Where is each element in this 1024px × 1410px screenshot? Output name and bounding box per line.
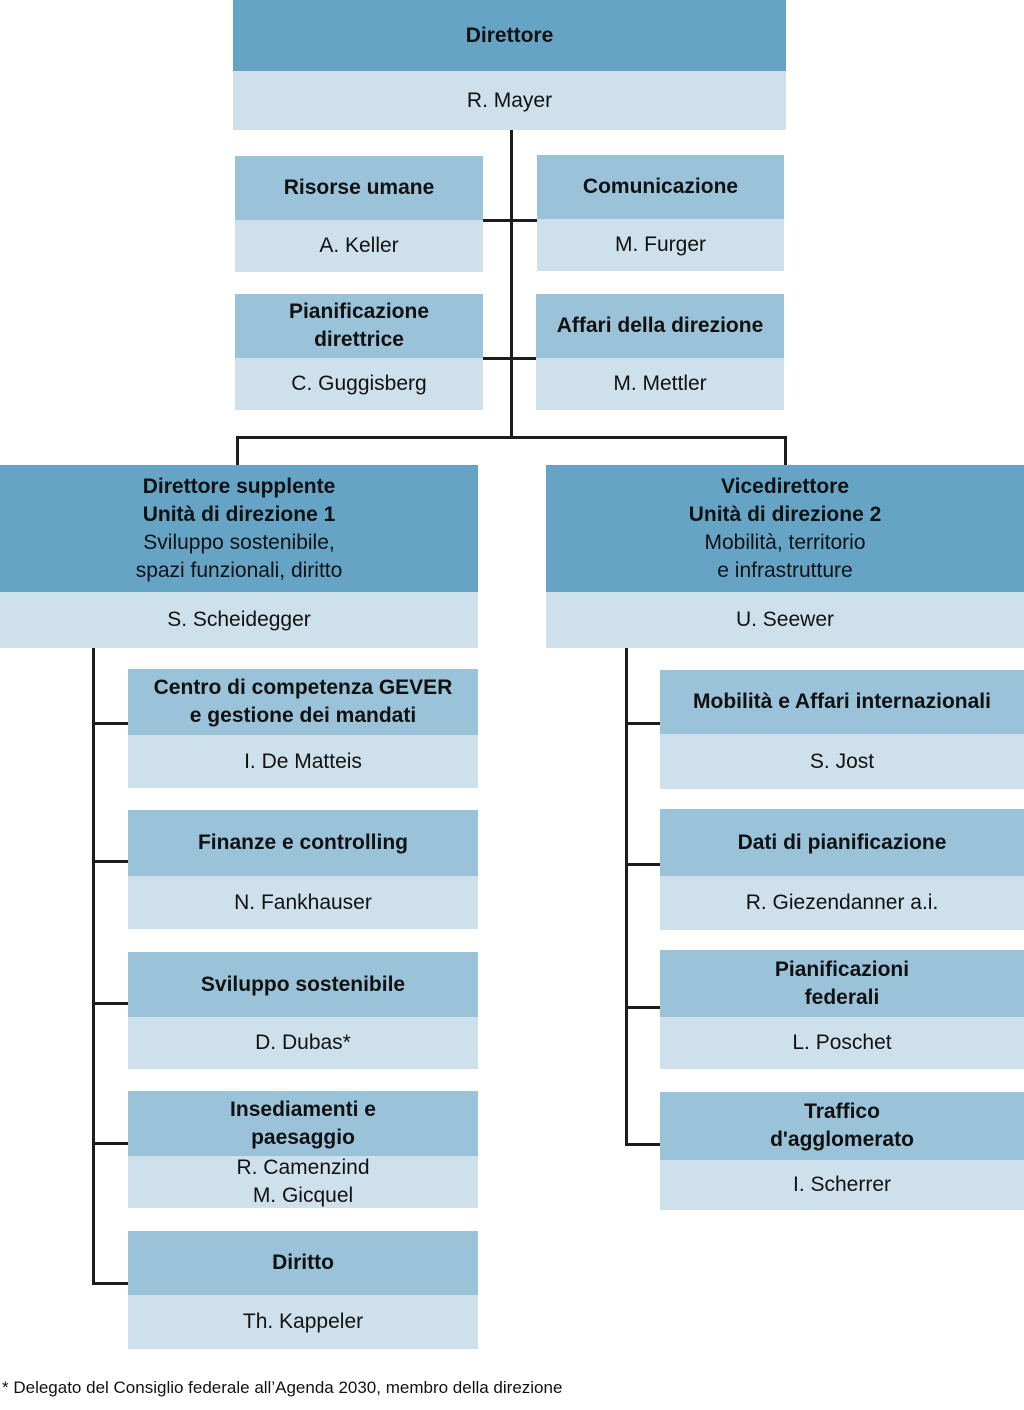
section-name: R. Giezendanner a.i. [745, 891, 939, 914]
connector-unit2-branch [625, 863, 660, 866]
unit2-box: Vicedirettore Unità di direzione 2 Mobil… [546, 465, 1024, 648]
staff-name: C. Guggisberg [235, 358, 483, 410]
unit2-section-mobility: Mobilità e Affari internazionali S. Jost [660, 670, 1024, 789]
connector-unit2-drop [784, 436, 787, 466]
staff-box-communication: Comunicazione M. Furger [537, 155, 784, 271]
director-box: Direttore R. Mayer [233, 0, 786, 130]
unit1-section-finance: Finanze e controlling N. Fankhauser [128, 810, 478, 929]
connector-unit1-branch [92, 860, 128, 863]
connector-unit1-branch [92, 722, 128, 725]
staff-title: Comunicazione [582, 175, 739, 198]
unit2-subtitle-line: e infrastrutture [717, 558, 853, 582]
staff-box-direction-affairs: Affari della direzione M. Mettler [536, 294, 784, 410]
section-title-line: e gestione dei mandati [189, 704, 417, 727]
section-name: D. Dubas* [255, 1031, 351, 1054]
section-name: N. Fankhauser [234, 890, 372, 914]
section-title-line: Insediamenti e [230, 1097, 376, 1121]
unit1-name: S. Scheidegger [0, 592, 478, 648]
connector-unit1-branch [92, 1002, 128, 1005]
unit1-section-settlements: Insediamenti e paesaggio R. Camenzind M.… [128, 1091, 478, 1208]
staff-title-line: Pianificazione [288, 300, 430, 323]
unit1-subtitle-line: Sviluppo sostenibile, [143, 530, 335, 554]
unit1-box: Direttore supplente Unità di direzione 1… [0, 465, 478, 648]
section-name: M. Gicquel [252, 1184, 354, 1207]
section-title: Sviluppo sostenibile [200, 972, 406, 996]
connector-unit2-branch [625, 722, 660, 725]
unit1-section-law: Diritto Th. Kappeler [128, 1231, 478, 1349]
section-name: I. Scherrer [792, 1173, 892, 1196]
footnote: * Delegato del Consiglio federale all’Ag… [2, 1378, 563, 1397]
unit2-title-line: Unità di direzione 2 [688, 502, 882, 526]
unit1-section-gever: Centro di competenza GEVER e gestione de… [128, 669, 478, 788]
section-name: Th. Kappeler [242, 1310, 364, 1333]
director-title: Direttore [233, 0, 786, 71]
staff-title: Affari della direzione [556, 314, 764, 337]
unit1-title-line: Unità di direzione 1 [142, 502, 336, 526]
section-title: Dati di pianificazione [737, 830, 947, 854]
connector-unit2-branch [625, 1006, 660, 1009]
staff-box-planning: Pianificazione direttrice C. Guggisberg [235, 294, 483, 410]
connector-unit1-drop [236, 436, 239, 466]
connector-unit1-vertical [92, 648, 95, 1285]
unit2-name: U. Seewer [546, 592, 1024, 648]
connector-staff-row1 [483, 219, 537, 222]
unit1-section-sustainable: Sviluppo sostenibile D. Dubas* [128, 952, 478, 1069]
connector-units-horizontal [236, 436, 787, 439]
unit2-section-planning-data: Dati di pianificazione R. Giezendanner a… [660, 809, 1024, 930]
connector-main-vertical [510, 130, 513, 439]
connector-unit2-branch [625, 1143, 660, 1146]
unit1-subtitle-line: spazi funzionali, diritto [135, 558, 343, 582]
section-title: Finanze e controlling [197, 831, 408, 854]
connector-staff-row2 [483, 357, 537, 360]
unit1-title-line: Direttore supplente [142, 474, 336, 498]
section-name: I. De Matteis [244, 749, 362, 773]
director-name: R. Mayer [233, 71, 786, 130]
section-name: L. Poschet [792, 1031, 892, 1054]
staff-title: Risorse umane [283, 176, 435, 199]
staff-name: M. Mettler [536, 358, 784, 410]
section-title: Diritto [272, 1251, 334, 1274]
unit2-title-line: Vicedirettore [721, 474, 849, 498]
section-name: S. Jost [809, 749, 875, 773]
unit2-section-agglomeration: Traffico d'agglomerato I. Scherrer [660, 1092, 1024, 1210]
section-title: Mobilità e Affari internazionali [693, 690, 991, 713]
section-title-line: paesaggio [251, 1125, 355, 1149]
unit2-subtitle-line: Mobilità, territorio [704, 530, 866, 554]
connector-unit1-branch [92, 1142, 128, 1145]
staff-title-line: direttrice [314, 328, 404, 351]
staff-name: M. Furger [537, 219, 784, 271]
section-title-line: Traffico [804, 1100, 880, 1123]
section-title-line: federali [804, 985, 880, 1009]
staff-box-hr: Risorse umane A. Keller [235, 156, 483, 272]
unit2-section-federal-planning: Pianificazioni federali L. Poschet [660, 950, 1024, 1069]
section-title-line: Pianificazioni [774, 957, 910, 981]
section-title-line: Centro di competenza GEVER [153, 676, 453, 699]
section-name: R. Camenzind [236, 1156, 370, 1179]
staff-name: A. Keller [235, 220, 483, 272]
section-title-line: d'agglomerato [770, 1128, 914, 1151]
connector-unit1-branch [92, 1282, 128, 1285]
connector-unit2-vertical [625, 648, 628, 1146]
